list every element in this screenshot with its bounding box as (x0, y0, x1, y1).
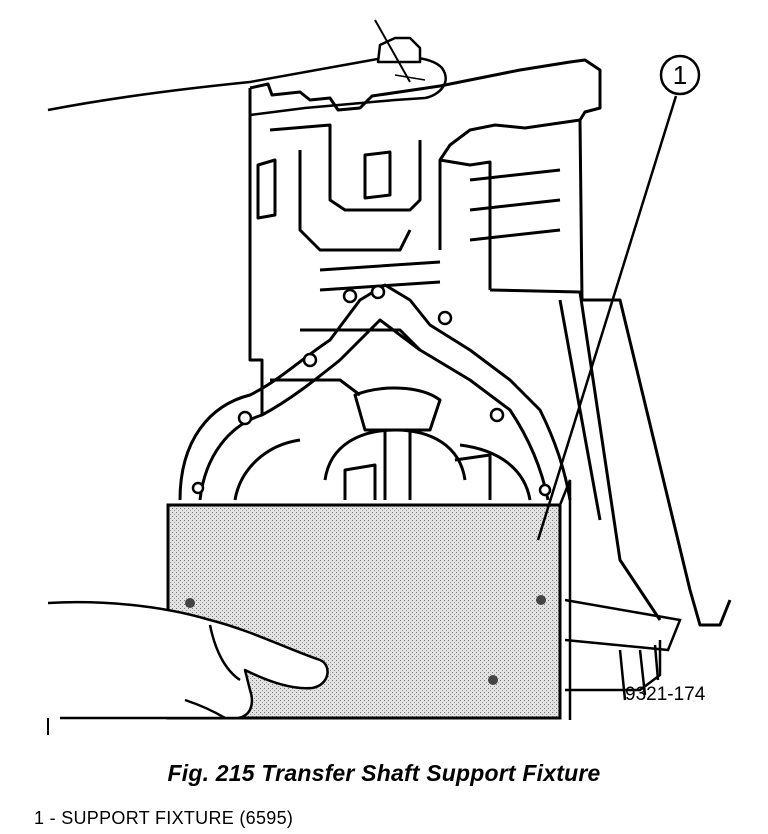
bottom-hand (47, 600, 329, 735)
callout-circle (659, 54, 701, 96)
transmission-illustration: 1 9321-174 (47, 19, 732, 735)
top-hand (47, 19, 447, 117)
legend-item-1: 1 - SUPPORT FIXTURE (6595) (34, 808, 294, 828)
fixture-base-leg (564, 598, 682, 701)
bellhousing-flange (178, 283, 572, 501)
drawing-id: 9321-174 (625, 684, 706, 705)
callout-leader (536, 95, 678, 541)
figure-caption: Fig. 215 Transfer Shaft Support Fixture (167, 760, 601, 786)
callout-number: 1 (673, 60, 687, 90)
flange-bolts (191, 284, 552, 497)
